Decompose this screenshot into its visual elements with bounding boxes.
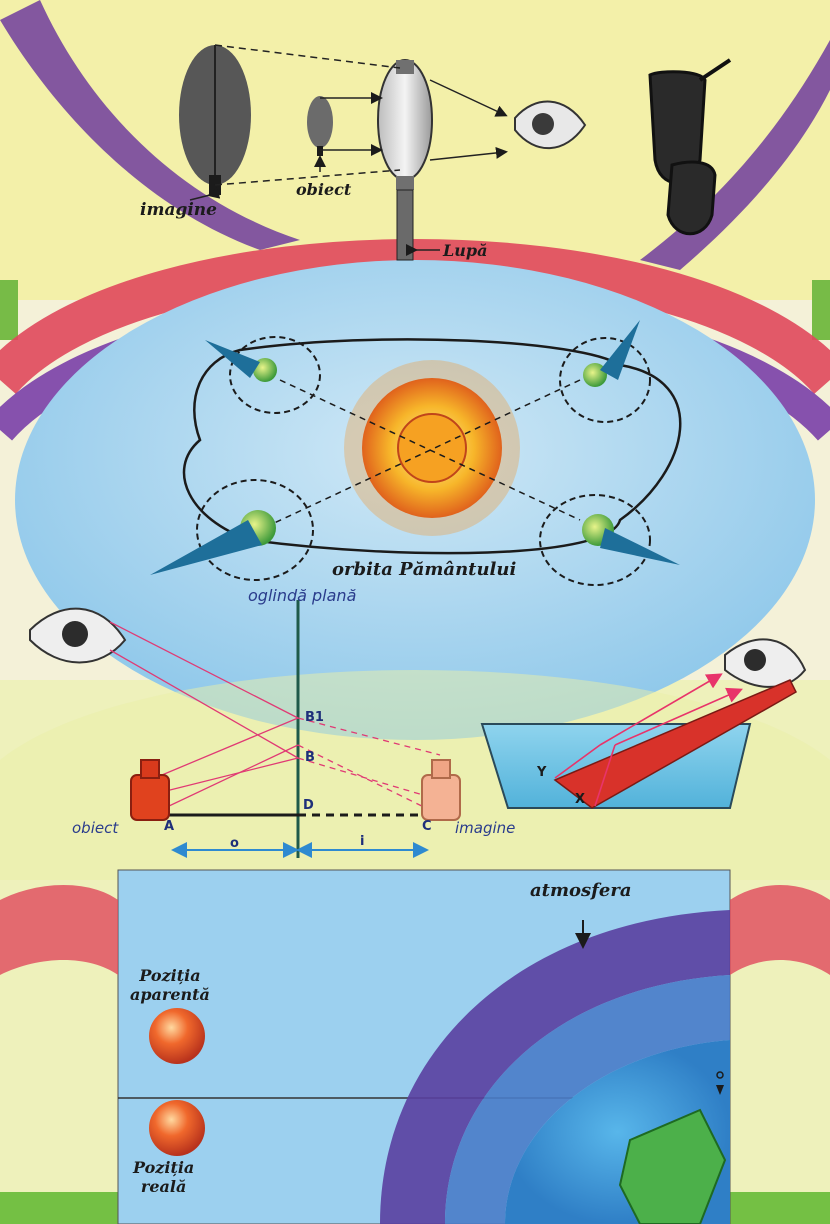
real-position-label: Poziția reală: [133, 1158, 195, 1196]
object-leaf: [307, 96, 333, 148]
orbit-diagram: [150, 320, 682, 586]
lens-label: Lupă: [443, 241, 488, 260]
stick: [553, 679, 797, 809]
distance-o-label: o: [230, 836, 239, 851]
orbit-label: orbita Pământului: [332, 559, 517, 580]
distance-i-label: i: [360, 834, 365, 849]
point-b1-label: B1: [305, 710, 324, 725]
object-bottle: [130, 759, 170, 821]
earth-position-bottom-left: [150, 479, 314, 581]
real-star: [149, 1100, 205, 1156]
mirror-image-label: imagine: [455, 819, 516, 837]
magnifier-image-label: imagine: [140, 200, 217, 220]
apparent-position-label: Poziția aparentă: [130, 966, 210, 1004]
apparent-star: [149, 1008, 205, 1064]
earth-position-top-left: [205, 336, 321, 414]
continent: [618, 1108, 727, 1224]
mirror-object-label: obiect: [72, 819, 119, 837]
point-b-label: B: [305, 750, 315, 765]
magnifier-handle: [396, 189, 414, 261]
point-d-label: D: [303, 798, 314, 813]
sun-icon: [344, 360, 520, 536]
earth-position-bottom-right: [539, 494, 680, 586]
point-a-label: A: [164, 819, 175, 834]
refraction-point-y-label: Y: [537, 765, 547, 780]
point-c-label: C: [422, 819, 432, 834]
mirror-diagram: [29, 600, 461, 858]
refraction-diagram: [480, 638, 807, 809]
magnifier-object-label: obiect: [296, 180, 352, 199]
atmosphere-label: atmosfera: [530, 880, 632, 901]
image-bottle: [421, 759, 461, 821]
glasses-drawing: [648, 58, 732, 236]
magnifier-diagram: [179, 44, 587, 261]
magnifier-lens: [377, 59, 433, 181]
mirror-label: oglindă plană: [248, 586, 357, 605]
atmosphere-panel: [0, 869, 830, 1224]
earth-position-top-right: [559, 320, 651, 423]
refraction-point-x-label: X: [575, 792, 586, 807]
